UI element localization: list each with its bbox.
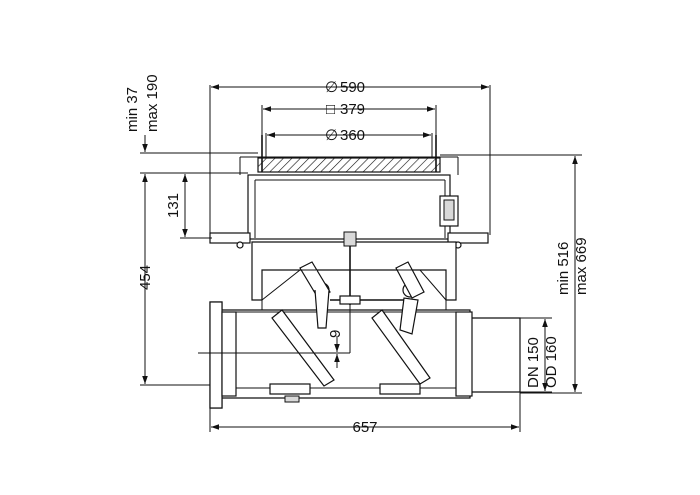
label-pipe-od: OD 160: [543, 336, 560, 388]
label-extension-max: max 190: [144, 74, 161, 132]
label-overall-length: 657: [352, 419, 377, 436]
label-offset: 9: [327, 330, 344, 338]
label-outer-diameter: 590: [340, 79, 365, 96]
label-square-symbol: □: [326, 101, 335, 118]
label-total-max: max 669: [573, 237, 590, 295]
label-outer-diameter-symbol: ∅: [325, 79, 338, 96]
label-pipe-dn: DN 150: [525, 337, 542, 388]
label-depth-upper: 131: [165, 193, 182, 218]
grate: [257, 157, 441, 173]
label-total-min: min 516: [555, 242, 572, 295]
label-height-body: 454: [137, 265, 154, 290]
dimension-lines: [142, 84, 578, 430]
extension-lines: [140, 85, 582, 432]
valve-right: [395, 261, 425, 335]
valve-left: [299, 261, 331, 329]
label-inner-diameter: 360: [340, 127, 365, 144]
label-inner-diameter-symbol: ∅: [325, 127, 338, 144]
label-square-grate: 379: [340, 101, 365, 118]
dimension-labels: ∅ 590 □ 379 ∅ 360 min 37 max 190 131 454…: [124, 74, 590, 436]
centre-lines: [198, 305, 351, 354]
label-extension-min: min 37: [124, 87, 141, 132]
drain-body: [209, 135, 521, 409]
